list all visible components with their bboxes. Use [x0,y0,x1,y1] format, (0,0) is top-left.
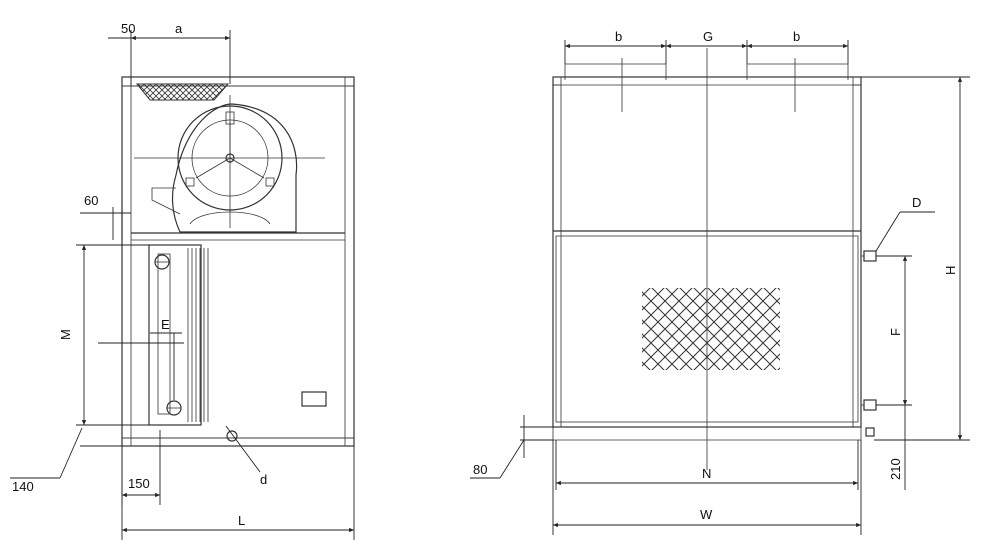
dim-50-label: 50 [121,21,135,36]
dim-d-label: d [260,472,267,487]
dim-H-label: H [943,266,958,275]
dim-W-label: W [700,507,713,522]
supply-outlet-grille [135,83,230,101]
front-view: b G b D H F 210 [470,29,970,535]
dim-b-left-label: b [615,29,622,44]
dim-G-label: G [703,29,713,44]
dim-F-label: F [888,328,903,336]
dim-150-label: 150 [128,476,150,491]
dim-210-label: 210 [888,458,903,480]
dim-80-label: 80 [473,462,487,477]
coil-section [148,244,209,426]
dim-E-label: E [161,317,170,332]
side-view: 50 a 60 M E 140 150 d L [10,21,355,540]
drain-outlet [226,430,238,442]
side-cabinet-frame [121,76,355,447]
drain-stub [865,427,875,437]
dim-b-right-label: b [793,29,800,44]
control-box [301,391,327,407]
pipe-stub-lower [861,399,877,411]
dim-M-label: M [58,329,73,340]
dim-a-label: a [175,21,183,36]
blower-fan [134,95,325,233]
dim-L-label: L [238,513,245,528]
dim-N-label: N [702,466,711,481]
dim-60-label: 60 [84,193,98,208]
return-air-grille [642,288,780,370]
pipe-stub-upper [861,250,877,262]
dim-140-label: 140 [12,479,34,494]
dim-D-label: D [912,195,921,210]
